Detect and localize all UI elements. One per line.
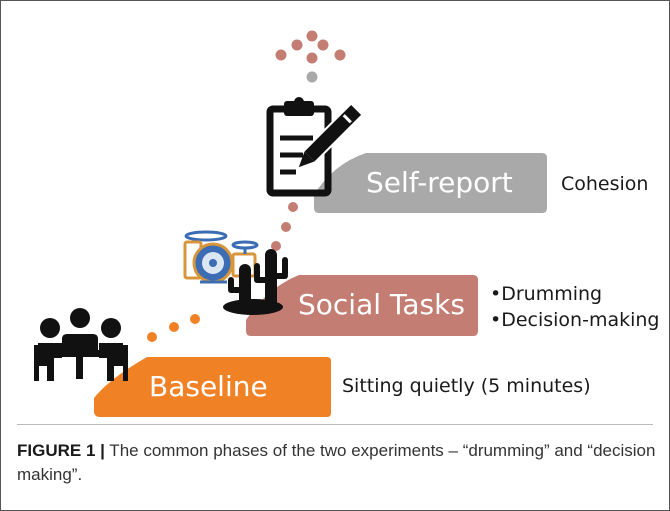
cactus-icon <box>223 249 288 315</box>
path-dots-arrowhead <box>275 30 346 83</box>
baseline-bar <box>94 357 331 417</box>
caption-text: The common phases of the two experiments… <box>17 441 656 485</box>
social-tasks-label: Social Tasks <box>298 288 465 321</box>
baseline-label: Baseline <box>149 370 268 403</box>
clipboard-pencil-icon <box>266 97 364 197</box>
path-dots-baseline-to-social <box>147 314 200 342</box>
social-task-item-decision-making: •Decision-making <box>490 309 660 331</box>
self-report-description: Cohesion <box>561 173 649 195</box>
phase-diagram <box>34 30 547 417</box>
social-task-item-drumming: •Drumming <box>490 283 603 305</box>
figure-caption: FIGURE 1 | The common phases of the two … <box>17 439 657 487</box>
caption-label: FIGURE 1 | <box>17 441 105 460</box>
self-report-label: Self-report <box>366 166 513 199</box>
self-report-bar <box>314 153 547 213</box>
baseline-description: Sitting quietly (5 minutes) <box>342 375 591 397</box>
meeting-people-icon <box>34 308 128 381</box>
caption-divider <box>17 424 653 425</box>
path-dots-social-to-selfreport <box>271 202 298 251</box>
social-tasks-bar <box>246 275 478 336</box>
